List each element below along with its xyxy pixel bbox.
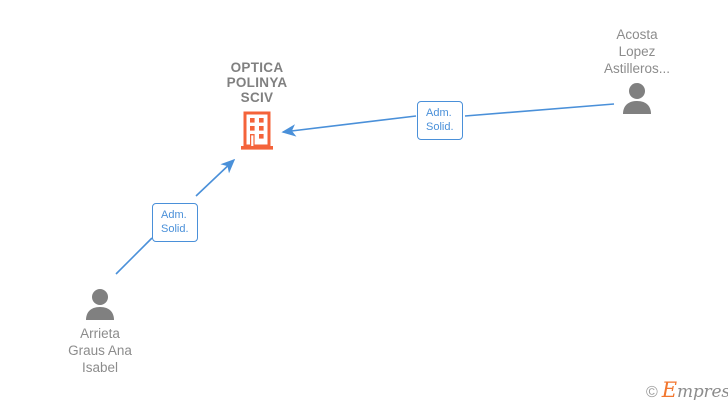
empresia-logo-capital: E [661, 378, 677, 400]
person-name-label-arrieta: Arrieta Graus Ana Isabel [68, 326, 132, 375]
edge-acosta-to-company [281, 103, 615, 137]
person-node-acosta[interactable]: Acosta Lopez Astilleros... [567, 26, 707, 114]
person-icon[interactable] [83, 288, 117, 320]
company-node[interactable]: OPTICA POLINYA SCIV [177, 60, 337, 151]
watermark: © Empresia [646, 378, 728, 400]
building-icon[interactable] [240, 111, 274, 151]
company-name-label: OPTICA POLINYA SCIV [226, 60, 288, 105]
empresia-logo-rest: mpresia [676, 382, 728, 400]
empresia-logo: Empresia [662, 378, 728, 400]
person-node-arrieta[interactable]: Arrieta Graus Ana Isabel [30, 288, 170, 376]
edge-arrieta-to-company [115, 158, 236, 275]
edge-label-acosta[interactable]: Adm. Solid. [417, 101, 463, 140]
person-icon[interactable] [620, 82, 654, 114]
person-name-label-acosta: Acosta Lopez Astilleros... [603, 27, 671, 76]
copyright-icon: © [646, 384, 658, 400]
edge-label-arrieta[interactable]: Adm. Solid. [152, 203, 198, 242]
